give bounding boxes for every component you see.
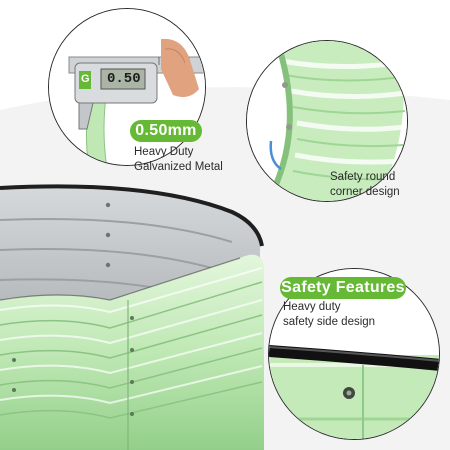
caliper-photo	[49, 9, 205, 165]
raised-garden-bed-image	[0, 184, 264, 450]
thickness-badge: 0.50mm	[130, 120, 202, 142]
side-description-line1: Heavy duty	[283, 301, 341, 313]
safety-features-badge: Safety Features	[280, 277, 406, 299]
thickness-callout-circle: G 0.50	[48, 8, 206, 166]
corner-description-line2: corner design	[330, 186, 400, 198]
corner-callout-circle	[246, 40, 408, 202]
side-description-line2: safety side design	[283, 316, 376, 328]
metal-description-line1: Heavy Duty	[134, 146, 194, 158]
metal-description-line2: Galvanized Metal	[134, 161, 223, 173]
corner-description: Safety round corner design	[330, 170, 400, 200]
metal-description: Heavy Duty Galvanized Metal	[134, 145, 223, 175]
caliper-brand-logo: G	[81, 73, 90, 85]
corner-description-line1: Safety round	[330, 171, 396, 183]
rounded-corner-photo	[247, 41, 407, 201]
caliper-readout: 0.50	[107, 71, 141, 87]
side-description: Heavy duty safety side design	[283, 300, 375, 330]
